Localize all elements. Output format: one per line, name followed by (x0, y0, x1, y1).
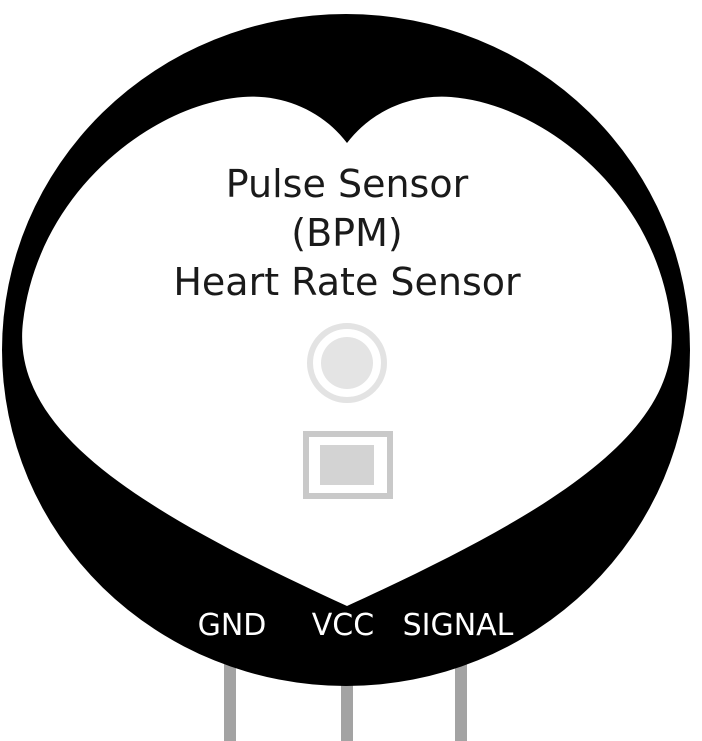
title-line-2: (BPM) (291, 211, 402, 255)
title-line-3: Heart Rate Sensor (173, 260, 521, 304)
title-line-1: Pulse Sensor (226, 162, 469, 206)
led-ring-icon (307, 323, 387, 403)
led-core-icon (321, 337, 373, 389)
chip-core-icon (320, 445, 374, 485)
pin-label-vcc: VCC (312, 608, 374, 643)
pin-label-signal: SIGNAL (403, 608, 514, 643)
pin-label-gnd: GND (198, 608, 267, 643)
